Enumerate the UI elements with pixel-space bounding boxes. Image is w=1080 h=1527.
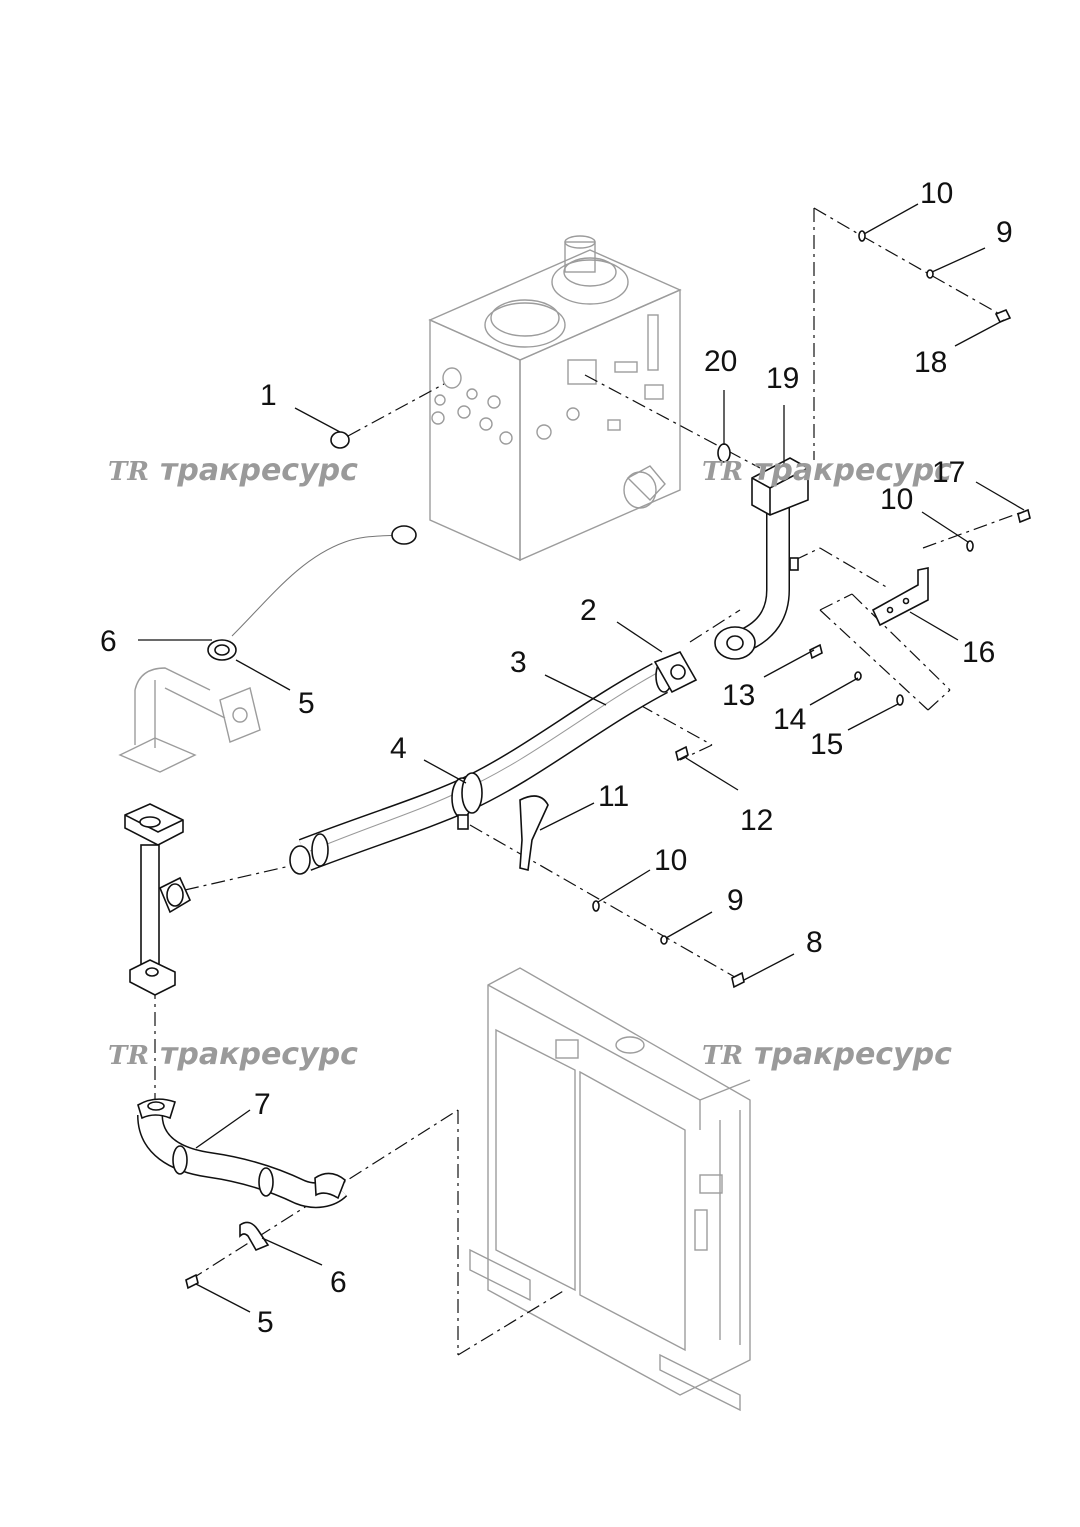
plug-1 — [330, 431, 350, 449]
callout-8: 8 — [806, 926, 823, 959]
flange-clamp-6 — [207, 525, 417, 661]
callout-9-lower: 9 — [727, 884, 744, 917]
callout-1: 1 — [260, 379, 277, 412]
vertical-pipe — [124, 803, 192, 996]
callout-16: 16 — [962, 636, 995, 669]
watermark-1: TR тракресурс — [108, 453, 358, 488]
watermark-4: TR тракресурс — [702, 1037, 952, 1072]
fasteners — [185, 230, 1031, 1290]
callout-4: 4 — [390, 732, 407, 765]
callout-11: 11 — [598, 780, 629, 813]
callout-2: 2 — [580, 594, 597, 627]
callout-10-low: 10 — [654, 844, 687, 877]
clamp-11 — [519, 795, 549, 871]
callout-labels: 1 2 3 4 5 5 6 6 7 8 9 9 10 10 10 11 12 1… — [100, 177, 1013, 1339]
watermark-logo: TR — [702, 1041, 743, 1071]
callout-19: 19 — [766, 362, 799, 395]
watermark-text: тракресурс — [754, 453, 952, 488]
callout-18: 18 — [914, 346, 947, 379]
callout-7: 7 — [254, 1088, 271, 1121]
callout-6-upper: 6 — [100, 625, 117, 658]
flange-2 — [653, 650, 698, 694]
hose-clamp-4 — [451, 772, 483, 830]
watermark-2: TR тракресурс — [702, 453, 952, 488]
watermark-logo: TR — [108, 1041, 149, 1071]
callout-6-lower: 6 — [330, 1266, 347, 1299]
callout-13: 13 — [722, 679, 755, 712]
callout-15: 15 — [810, 728, 843, 761]
callout-5-upper: 5 — [298, 687, 315, 720]
callout-14: 14 — [773, 703, 806, 736]
leader-lines — [138, 203, 1025, 1313]
callout-9-upper: 9 — [996, 216, 1013, 249]
watermark-3: TR тракресурс — [108, 1037, 358, 1072]
callout-5-lower: 5 — [257, 1306, 274, 1339]
callout-20: 20 — [704, 345, 737, 378]
hydraulic-tank — [428, 235, 682, 562]
watermark-text: тракресурс — [160, 453, 358, 488]
upper-hose — [226, 529, 408, 644]
clamp-6-lower — [239, 1221, 270, 1252]
callout-17: 17 — [932, 456, 965, 489]
callout-10-top: 10 — [920, 177, 953, 210]
callout-3: 3 — [510, 646, 527, 679]
assembly-lines — [154, 207, 1023, 1356]
radiator — [469, 967, 751, 1412]
callout-12: 12 — [740, 804, 773, 837]
lower-hose-7 — [137, 1098, 348, 1209]
bent-pipe-19 — [714, 457, 809, 660]
watermark-logo: TR — [108, 457, 149, 487]
watermark-text: тракресурс — [160, 1037, 358, 1072]
callout-10-mid: 10 — [880, 483, 913, 516]
bracket-16 — [871, 567, 929, 627]
watermark-logo: TR — [702, 457, 743, 487]
watermark-text: тракресурс — [754, 1037, 952, 1072]
ghost-pipe-bracket — [118, 667, 261, 773]
main-hose-3 — [289, 659, 673, 875]
